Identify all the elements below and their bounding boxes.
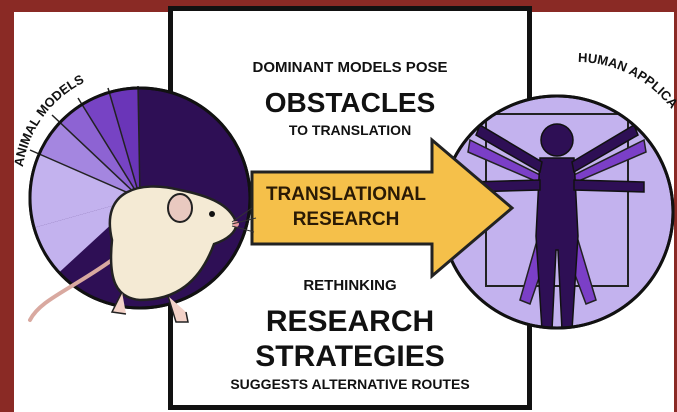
rat-body [108,185,238,302]
arrow-shape [250,136,515,280]
pie-divider-lines [29,85,141,199]
arrow-line-2: RESEARCH [293,209,400,230]
arrow-line-1: TRANSLATIONAL [266,184,426,205]
rat-illustration [28,185,257,323]
rat-eye [209,211,215,217]
rat-back-paw [110,291,127,315]
obstacles-heading: OBSTACLES [264,87,436,118]
human-figure [469,123,645,328]
pie-slice-1 [30,150,140,230]
pie-slice-3 [52,98,140,198]
bottom-subcaption: SUGGESTS ALTERNATIVE ROUTES [230,376,470,392]
top-caption: DOMINANT MODELS POSE [252,59,448,76]
pie-slice-4 [78,88,140,198]
pie-slice-2 [30,115,140,198]
top-subcaption: TO TRANSLATION [288,122,412,138]
strategies-heading: STRATEGIES [255,340,445,373]
rat-ear [167,193,193,223]
bottom-caption: RETHINKING [303,277,397,294]
rat-whiskers [231,207,257,233]
research-heading: RESEARCH [265,305,435,338]
rat-front-paw [167,295,189,323]
translational-arrow: TRANSLATIONAL RESEARCH [250,136,515,280]
rat-tail [28,258,114,322]
